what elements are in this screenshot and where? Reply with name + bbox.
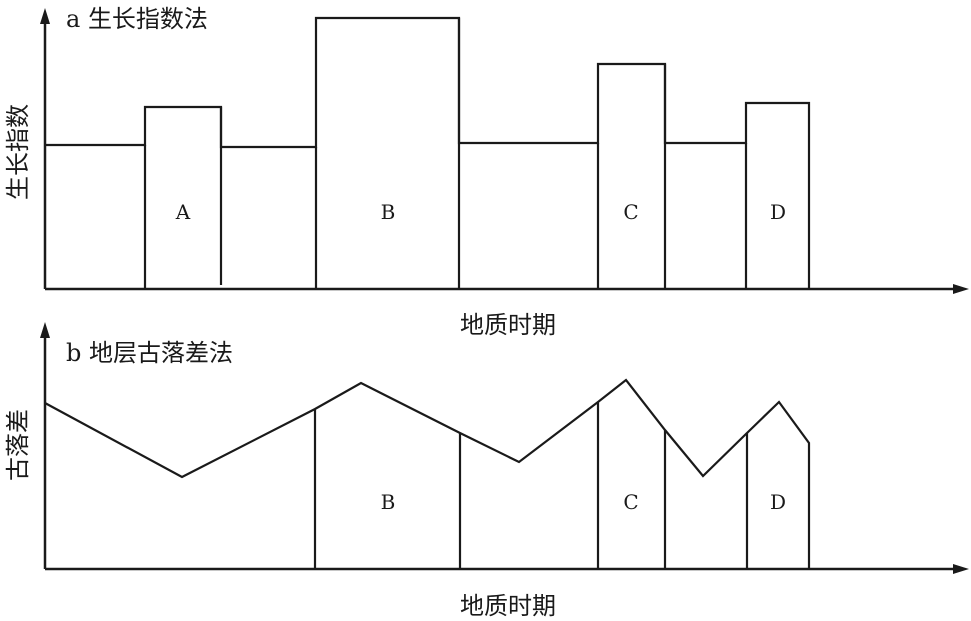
panel-b-region-label-d: D	[770, 490, 786, 514]
panel-a-x-axis-arrow	[953, 284, 969, 294]
panel-a-x-axis-label: 地质时期	[460, 311, 556, 339]
panel-b: b 地层古落差法 古落差 B C D 地质时期	[4, 322, 969, 620]
panel-a-y-axis-label: 生长指数	[4, 104, 32, 200]
panel-a-y-axis-arrow	[40, 8, 50, 24]
panel-a-region-label-b: B	[381, 200, 396, 224]
panel-b-region-label-c: C	[623, 490, 638, 514]
panel-a: a 生长指数法 生长指数 A B C D 地质时期	[4, 5, 969, 339]
panel-b-region-label-b: B	[381, 490, 396, 514]
panel-b-y-axis-label: 古落差	[4, 409, 32, 481]
panel-a-region-label-a: A	[175, 200, 191, 224]
panel-b-throw-profile	[44, 378, 811, 568]
panel-b-y-axis-arrow	[40, 322, 50, 338]
panel-a-region-label-d: D	[770, 200, 786, 224]
panel-a-title: a 生长指数法	[66, 5, 208, 33]
panel-a-step-profile	[45, 16, 811, 288]
panel-b-x-axis-label: 地质时期	[460, 592, 556, 620]
panel-b-x-axis-arrow	[953, 564, 969, 574]
panel-a-region-label-c: C	[623, 200, 638, 224]
panel-b-title: b 地层古落差法	[66, 339, 233, 367]
